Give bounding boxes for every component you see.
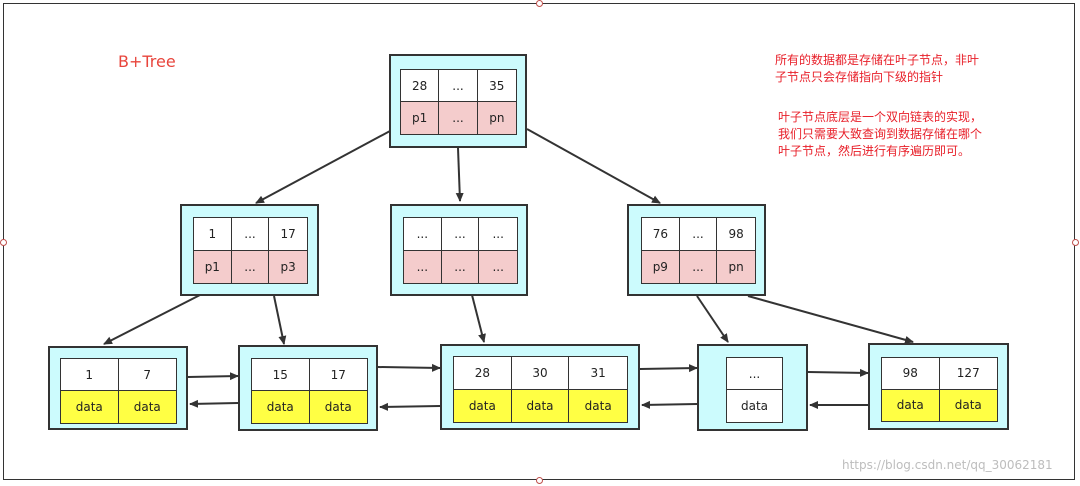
link-leaf-4-to-leaf-5 bbox=[807, 368, 869, 377]
key-cell: 76 bbox=[642, 218, 680, 251]
pointer-cell: ... bbox=[479, 250, 517, 283]
key-cell: ... bbox=[441, 218, 480, 251]
pointer-cell: ... bbox=[231, 250, 270, 283]
leaf-node[interactable]: 28 30 31 data data data bbox=[440, 344, 640, 430]
resize-handle-top[interactable] bbox=[536, 0, 543, 7]
key-cell: ... bbox=[479, 218, 517, 251]
key-cell: 31 bbox=[569, 357, 627, 390]
note-line: 子节点只会存储指向下级的指针 bbox=[775, 70, 944, 84]
data-cell: data bbox=[511, 389, 570, 422]
key-cell: 30 bbox=[511, 357, 570, 390]
key-cell: 7 bbox=[118, 359, 176, 391]
resize-handle-left[interactable] bbox=[0, 239, 7, 246]
key-cell: ... bbox=[679, 218, 718, 251]
key-cell: 98 bbox=[882, 358, 940, 390]
data-cell: data bbox=[454, 389, 512, 422]
root-node[interactable]: 28 ... 35 p1 ... pn bbox=[389, 54, 527, 148]
leaf-node[interactable]: 15 17 data data bbox=[238, 345, 378, 431]
leaf-node[interactable]: ... data bbox=[697, 344, 808, 431]
note-line: 我们只需要大致查询到数据存储在哪个 bbox=[778, 127, 983, 141]
key-cell: 35 bbox=[477, 70, 516, 102]
link-leaf-3-to-leaf-4 bbox=[639, 364, 698, 373]
key-cell: 28 bbox=[401, 70, 440, 102]
key-cell: 1 bbox=[194, 218, 232, 251]
link-leaf-3-to-leaf-2 bbox=[379, 402, 441, 411]
internal-node[interactable]: ... ... ... ... ... ... bbox=[390, 204, 528, 296]
note-line: 叶子节点，然后进行有序遍历即可。 bbox=[778, 144, 971, 158]
data-cell: data bbox=[309, 391, 367, 423]
resize-handle-bottom[interactable] bbox=[536, 477, 543, 484]
data-cell: data bbox=[882, 389, 940, 421]
link-leaf-4-to-leaf-3 bbox=[641, 400, 698, 409]
key-cell: 15 bbox=[252, 359, 310, 391]
pointer-cell: p1 bbox=[401, 102, 440, 134]
key-cell: ... bbox=[404, 218, 442, 251]
leaf-node[interactable]: 98 127 data data bbox=[868, 343, 1009, 430]
link-leaf-2-to-leaf-1 bbox=[189, 399, 239, 408]
leaf-node[interactable]: 1 7 data data bbox=[48, 346, 188, 430]
data-cell: data bbox=[569, 389, 627, 422]
note-line: 所有的数据都是存储在叶子节点，非叶 bbox=[775, 53, 980, 67]
diagram-title: B+Tree bbox=[118, 52, 176, 71]
edge-internal-1-to-leaf-2 bbox=[273, 295, 287, 345]
key-cell: 98 bbox=[717, 218, 755, 251]
key-cell: 28 bbox=[454, 357, 512, 390]
note-line: 叶子节点底层是一个双向链表的实现， bbox=[778, 110, 983, 124]
data-cell: data bbox=[939, 389, 997, 421]
edge-internal-2-to-leaf-3 bbox=[471, 294, 486, 343]
key-cell: 1 bbox=[61, 359, 119, 391]
edge-internal-1-to-leaf-1 bbox=[103, 294, 201, 345]
pointer-cell: p3 bbox=[269, 250, 307, 283]
pointer-cell: ... bbox=[679, 250, 718, 283]
key-cell: 127 bbox=[939, 358, 997, 390]
pointer-cell: p1 bbox=[194, 250, 232, 283]
edge-internal-3-to-leaf-5 bbox=[747, 295, 914, 344]
internal-node[interactable]: 76 ... 98 p9 ... pn bbox=[627, 204, 766, 296]
data-cell: data bbox=[252, 391, 310, 423]
watermark-text: https://blog.csdn.net/qq_30062181 bbox=[842, 458, 1053, 472]
key-cell: ... bbox=[727, 358, 782, 390]
data-cell: data bbox=[61, 391, 119, 423]
pointer-cell: pn bbox=[717, 250, 755, 283]
edge-root-to-internal-1 bbox=[255, 130, 391, 204]
pointer-cell: ... bbox=[441, 250, 480, 283]
data-cell: data bbox=[727, 390, 782, 422]
edge-internal-3-to-leaf-4 bbox=[696, 295, 729, 343]
internal-node[interactable]: 1 ... 17 p1 ... p3 bbox=[180, 204, 319, 296]
edge-root-to-internal-3 bbox=[526, 128, 661, 204]
link-leaf-2-to-leaf-3 bbox=[377, 363, 441, 372]
resize-handle-right[interactable] bbox=[1072, 239, 1079, 246]
pointer-cell: ... bbox=[404, 250, 442, 283]
key-cell: 17 bbox=[309, 359, 367, 391]
key-cell: 17 bbox=[269, 218, 307, 251]
link-leaf-1-to-leaf-2 bbox=[187, 372, 239, 381]
data-cell: data bbox=[118, 391, 176, 423]
pointer-cell: ... bbox=[439, 102, 478, 134]
key-cell: ... bbox=[439, 70, 478, 102]
edge-root-to-internal-2 bbox=[455, 147, 464, 202]
key-cell: ... bbox=[231, 218, 270, 251]
pointer-cell: pn bbox=[477, 102, 516, 134]
pointer-cell: p9 bbox=[642, 250, 680, 283]
